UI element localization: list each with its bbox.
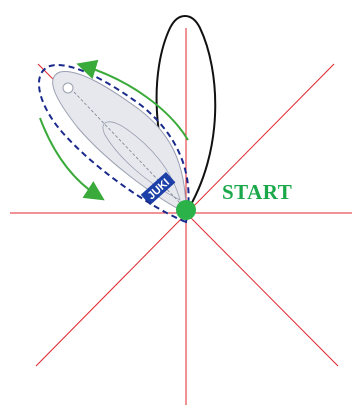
arrow-upper (76, 59, 189, 141)
start-label: START (222, 180, 293, 204)
brand-band-rect (140, 172, 176, 206)
presser-foot-hole (62, 82, 74, 94)
arrow-lower (39, 117, 105, 201)
presser-foot-body (52, 70, 187, 214)
presser-foot: JUKI (52, 70, 187, 214)
presser-foot-inner-outline (102, 121, 181, 201)
start-point-dot (176, 200, 196, 220)
dashed-foot-outline (37, 64, 190, 224)
